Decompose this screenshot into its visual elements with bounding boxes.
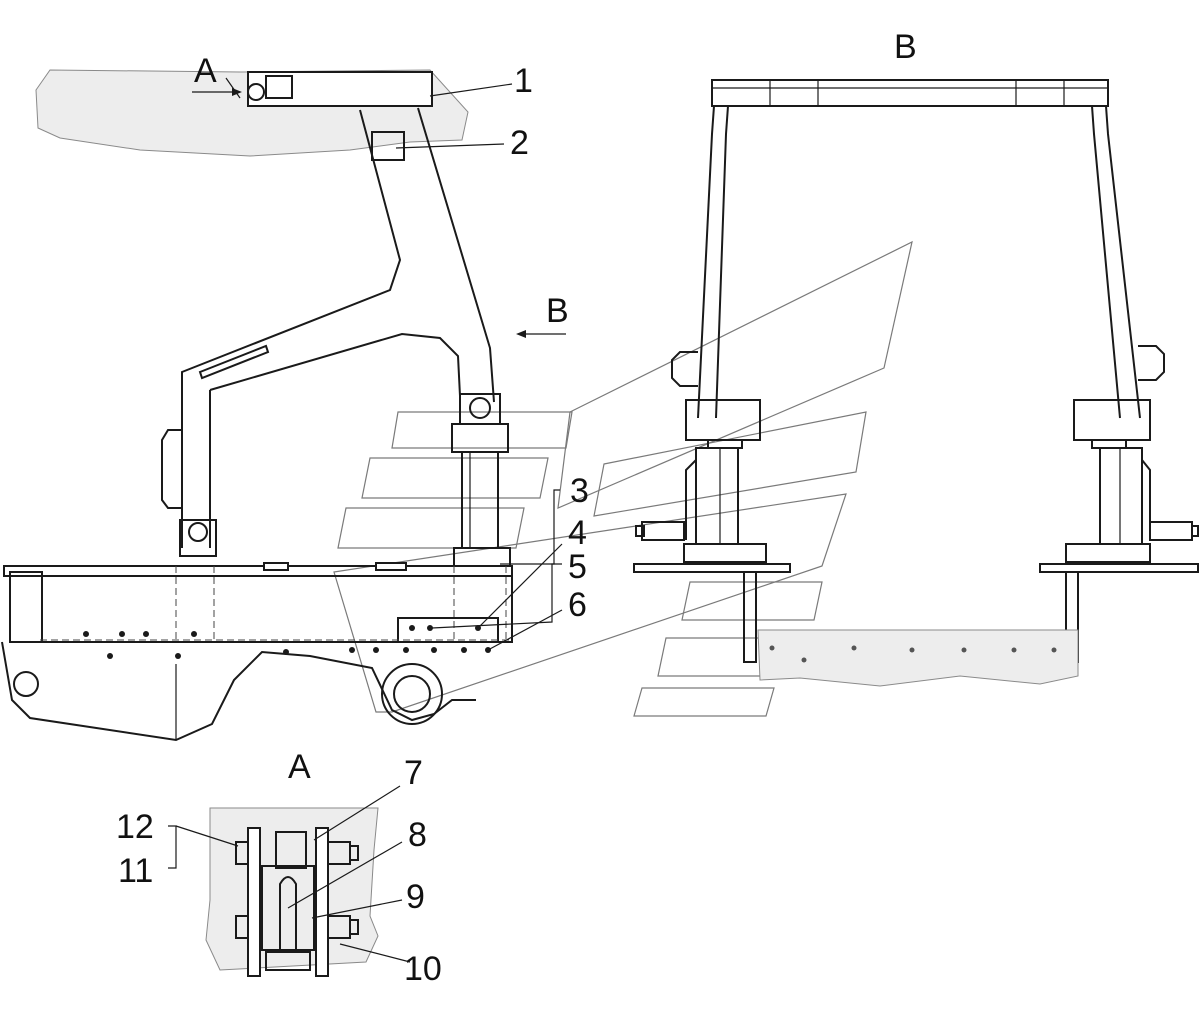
watermark-logo — [333, 240, 913, 717]
callout-10: 10 — [404, 950, 442, 988]
view-labels: A B B A — [194, 28, 917, 786]
view-a-arrow-label: A — [194, 52, 217, 90]
view-b — [633, 79, 1199, 687]
callout-5: 5 — [568, 548, 587, 586]
leader-a-arrow — [225, 77, 241, 99]
callout-numbers: 1 2 3 4 5 6 7 8 9 10 12 11 — [116, 62, 589, 988]
callout-7: 7 — [404, 754, 423, 792]
view-b-arrow-label: B — [546, 292, 569, 330]
callout-11: 11 — [118, 852, 153, 890]
detail-a-title: A — [288, 748, 311, 786]
callout-9: 9 — [406, 878, 425, 916]
callout-6: 6 — [568, 586, 587, 624]
side-view — [1, 69, 513, 742]
callout-2: 2 — [510, 124, 529, 162]
callout-1: 1 — [514, 62, 533, 100]
callout-12: 12 — [116, 808, 154, 846]
callout-4: 4 — [568, 514, 587, 552]
detail-a — [205, 807, 379, 977]
callout-8: 8 — [408, 816, 427, 854]
callout-3: 3 — [570, 472, 589, 510]
view-b-title: B — [894, 28, 917, 66]
leader-lines — [168, 83, 566, 963]
